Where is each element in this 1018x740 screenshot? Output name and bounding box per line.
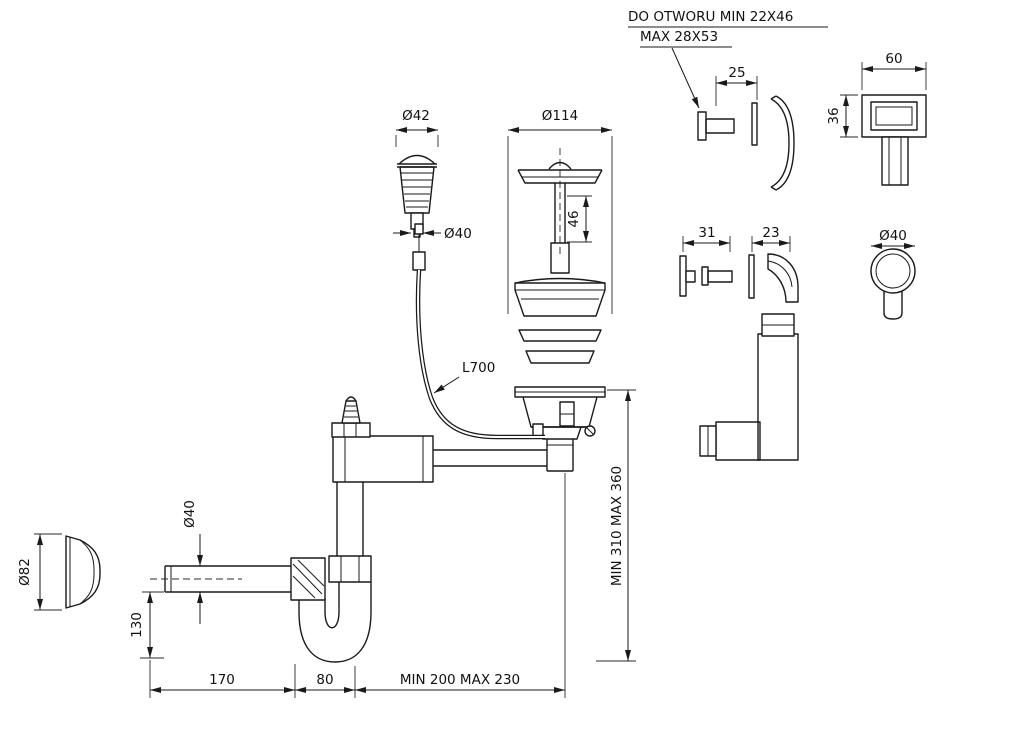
corrugated-hose [699,313,799,461]
hole-note-line2: MAX 28X53 [640,29,718,45]
dim-elbow-length: 23 [751,225,791,252]
outlet-pipe [150,565,291,593]
dim-screw-offset: 25 [715,65,758,106]
dim-o40-plug-label: Ø40 [444,226,472,242]
round-overflow-cover [870,248,916,320]
overflow-screw [697,102,758,146]
dim-stem-length: 46 [566,195,592,243]
siphon-body [328,396,434,583]
dim-31-label: 31 [698,225,715,241]
dim-pipe-diameter: Ø40 [182,500,203,624]
dim-o42-label: Ø42 [402,108,430,124]
dim-46-label: 46 [566,210,582,227]
trap-nut [328,555,372,583]
dim-130-label: 130 [129,612,145,638]
dim-plug-diameter: Ø42 [395,108,439,147]
cap-and-screw [679,255,733,297]
dim-trap-drop: 130 [129,591,164,659]
dim-o82-label: Ø82 [17,558,33,586]
note-leader-arrow [671,47,700,109]
overflow-cover-front-view [861,94,927,186]
dim-round-cover-diameter: Ø40 [871,228,915,249]
drain-stopper [517,148,603,274]
dim-o40-pipe-label: Ø40 [182,500,198,528]
basket-plug [397,154,437,238]
dim-80-label: 80 [316,672,333,688]
dim-l700-label: L700 [462,360,495,376]
dim-min310-label: MIN 310 MAX 360 [609,466,625,586]
flat-washer [748,254,755,299]
drain-pipe [431,449,547,467]
dim-cover-width: 60 [861,51,927,90]
blind-cap [679,255,687,297]
dim-cover-height: 36 [826,94,858,138]
strainer-basket [514,277,606,317]
screw-head [701,266,709,286]
dim-36-label: 36 [826,107,842,124]
gasket-upper [518,329,602,342]
dim-23-label: 23 [762,225,779,241]
overflow-washer [751,102,758,146]
overflow-hose [412,223,545,440]
p-trap-bend [290,557,372,663]
hole-size-note: DO OTWORU MIN 22X46 MAX 28X53 [628,9,828,109]
dim-bottom-chain: 170 80 MIN 200 MAX 230 [149,473,566,698]
screw-thread [707,270,733,283]
inlet-cone [341,400,361,424]
dim-170-label: 170 [209,672,235,688]
dim-cap-length: 31 [682,225,731,252]
hose-pull-knob [414,223,424,235]
dim-hose-length: L700 [433,360,495,394]
elbow-cover [767,253,799,303]
wall-rosette [65,535,101,609]
dim-60-label: 60 [885,51,902,67]
dim-plug-stem-diameter: Ø40 [393,226,472,242]
hole-note-line1: DO OTWORU MIN 22X46 [628,9,793,25]
hose-connector [412,251,426,271]
dim-o114-label: Ø114 [542,108,578,124]
dim-25-label: 25 [728,65,745,81]
overflow-cover-side-view [770,95,795,191]
sink-flange-body [514,386,606,472]
gasket-lower [525,350,595,364]
washer-and-elbow-cover [748,253,799,303]
dim-rosette-diameter: Ø82 [17,533,62,611]
dim-vertical-span: MIN 310 MAX 360 [596,389,636,662]
dim-flange-diameter: Ø114 [507,108,613,314]
stopper-knurled-nut [550,242,570,274]
inlet-nut [331,422,371,438]
dim-min200-label: MIN 200 MAX 230 [400,672,520,688]
dim-o40-cover-label: Ø40 [879,228,907,244]
flange-gaskets [518,329,602,364]
